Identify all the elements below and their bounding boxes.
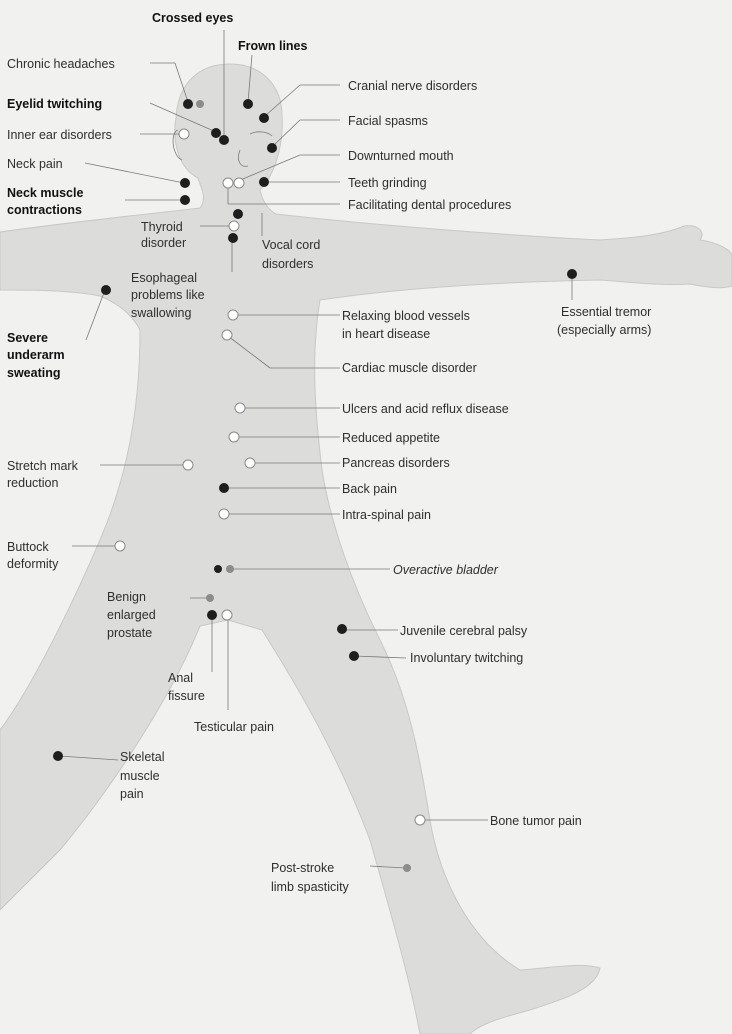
label-post-stroke-2: limb spasticity — [271, 880, 350, 894]
label-testicular: Testicular pain — [194, 720, 274, 734]
label-cerebral-palsy: Juvenile cerebral palsy — [400, 624, 528, 638]
label-anal-2: fissure — [168, 689, 205, 703]
label-bladder: Overactive bladder — [393, 563, 499, 577]
label-frown-lines: Frown lines — [238, 39, 308, 53]
label-relaxing-vessels-1: Relaxing blood vessels — [342, 309, 470, 323]
dot-underarm-sweating — [101, 285, 111, 295]
label-appetite: Reduced appetite — [342, 431, 440, 445]
label-downturned-mouth: Downturned mouth — [348, 149, 454, 163]
label-essential-tremor-1: Essential tremor — [561, 305, 651, 319]
dot-back-pain — [219, 483, 229, 493]
dot-post-stroke — [403, 864, 411, 872]
dot-testicular — [222, 610, 232, 620]
label-essential-tremor-2: (especially arms) — [557, 323, 651, 337]
label-relaxing-vessels-2: in heart disease — [342, 327, 430, 341]
dot-skeletal-muscle — [53, 751, 63, 761]
dot-bone-tumor — [415, 815, 425, 825]
dot-inner-ear — [179, 129, 189, 139]
label-skeletal-3: pain — [120, 787, 144, 801]
label-bone-tumor: Bone tumor pain — [490, 814, 582, 828]
dot-crossed-eyes — [219, 135, 229, 145]
dot-neck-muscle — [180, 195, 190, 205]
dot-dental — [223, 178, 233, 188]
dot-stretch-mark — [183, 460, 193, 470]
label-teeth-grinding: Teeth grinding — [348, 176, 427, 190]
label-buttock-1: Buttock — [7, 540, 49, 554]
dot-essential-tremor — [567, 269, 577, 279]
label-crossed-eyes: Crossed eyes — [152, 11, 233, 25]
dot-anal-fissure — [207, 610, 217, 620]
label-prostate-2: enlarged — [107, 608, 156, 622]
dot-intra-spinal — [219, 509, 229, 519]
dot-headache-secondary — [196, 100, 204, 108]
label-inner-ear: Inner ear disorders — [7, 128, 112, 142]
dot-eyelid-twitching — [211, 128, 221, 138]
label-cranial-nerve: Cranial nerve disorders — [348, 79, 477, 93]
dot-frown-lines — [243, 99, 253, 109]
label-cardiac: Cardiac muscle disorder — [342, 361, 477, 375]
dot-appetite — [229, 432, 239, 442]
label-prostate-1: Benign — [107, 590, 146, 604]
label-neck-muscle-2: contractions — [7, 203, 82, 217]
label-skeletal-1: Skeletal — [120, 750, 164, 764]
label-facial-spasms: Facial spasms — [348, 114, 428, 128]
label-underarm-1: Severe — [7, 331, 48, 345]
label-chronic-headaches: Chronic headaches — [7, 57, 115, 71]
dot-downturned-mouth — [234, 178, 244, 188]
label-prostate-3: prostate — [107, 626, 152, 640]
label-dental: Facilitating dental procedures — [348, 198, 511, 212]
dot-buttock — [115, 541, 125, 551]
label-esophageal-1: Esophageal — [131, 271, 197, 285]
label-esophageal-2: problems like — [131, 288, 205, 302]
dot-thyroid — [229, 221, 239, 231]
dot-vocal-cord — [233, 209, 243, 219]
label-vocal-cord-2: disorders — [262, 257, 313, 271]
label-intra-spinal: Intra-spinal pain — [342, 508, 431, 522]
label-skeletal-2: muscle — [120, 769, 160, 783]
dot-pancreas — [245, 458, 255, 468]
label-pancreas: Pancreas disorders — [342, 456, 450, 470]
dot-teeth-grinding — [259, 177, 269, 187]
dot-neck-pain — [180, 178, 190, 188]
label-underarm-3: sweating — [7, 366, 61, 380]
label-anal-1: Anal — [168, 671, 193, 685]
label-ulcers: Ulcers and acid reflux disease — [342, 402, 509, 416]
label-involuntary-twitching: Involuntary twitching — [410, 651, 523, 665]
dot-involuntary-twitching — [349, 651, 359, 661]
label-underarm-2: underarm — [7, 348, 65, 362]
dot-prostate — [206, 594, 214, 602]
label-neck-pain: Neck pain — [7, 157, 63, 171]
label-stretch-mark-1: Stretch mark — [7, 459, 79, 473]
dot-cerebral-palsy — [337, 624, 347, 634]
dot-cranial-nerve — [259, 113, 269, 123]
label-neck-muscle-1: Neck muscle — [7, 186, 83, 200]
label-back-pain: Back pain — [342, 482, 397, 496]
label-stretch-mark-2: reduction — [7, 476, 58, 490]
dot-bladder-dark — [214, 565, 222, 573]
label-vocal-cord-1: Vocal cord — [262, 238, 320, 252]
dot-esophageal — [228, 233, 238, 243]
label-buttock-2: deformity — [7, 557, 59, 571]
dot-cardiac — [222, 330, 232, 340]
label-thyroid-2: disorder — [141, 236, 186, 250]
label-post-stroke-1: Post-stroke — [271, 861, 334, 875]
dot-bladder-gray — [226, 565, 234, 573]
dot-ulcers — [235, 403, 245, 413]
label-eyelid-twitching: Eyelid twitching — [7, 97, 102, 111]
label-thyroid-1: Thyroid — [141, 220, 183, 234]
dot-facial-spasms — [267, 143, 277, 153]
label-esophageal-3: swallowing — [131, 306, 191, 320]
dot-chronic-headaches — [183, 99, 193, 109]
dot-relaxing-vessels — [228, 310, 238, 320]
